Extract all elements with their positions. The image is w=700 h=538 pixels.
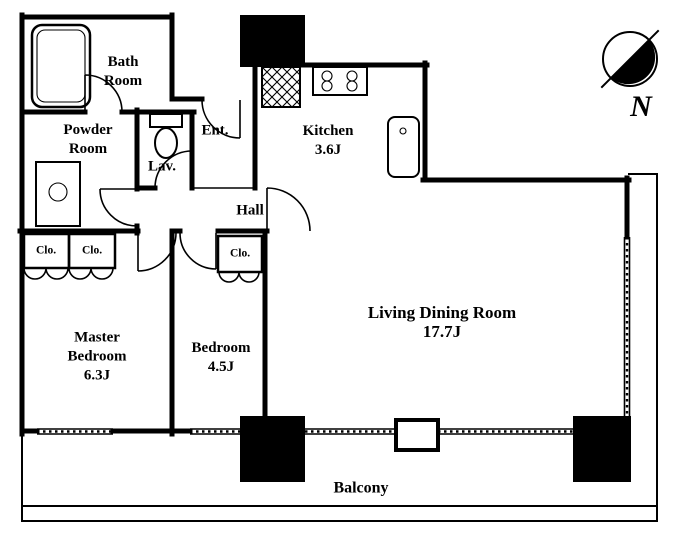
label-line: Hall <box>236 202 264 219</box>
label-line: Balcony <box>333 479 389 497</box>
label-line: Clo. <box>35 244 57 257</box>
room-label-balcony: Balcony <box>333 479 388 498</box>
pillar-bottom-left <box>240 416 305 482</box>
label-line: Bedroom <box>67 348 127 365</box>
walls <box>17 12 632 437</box>
room-label-entrance: Ent. <box>201 122 228 141</box>
bathtub <box>30 23 92 109</box>
pillar-bottom-right <box>573 416 631 482</box>
label-line: Ent. <box>201 122 229 139</box>
compass-north-label: N <box>630 92 652 122</box>
closet-label-bedroom: Clo. <box>230 248 250 261</box>
room-label-bath: Bath Room <box>104 53 142 91</box>
balcony-step <box>394 418 440 452</box>
pillar-top <box>240 15 305 67</box>
closet-folding-doors <box>23 267 260 283</box>
closet-label-master-right: Clo. <box>82 245 102 258</box>
label-line: Lav. <box>148 158 176 175</box>
label-line: Room <box>103 73 143 89</box>
room-label-kitchen: Kitchen 3.6J <box>303 122 354 160</box>
room-label-powder: Powder Room <box>63 121 112 159</box>
lavatory-door-swing <box>154 150 193 189</box>
label-line: 3.6J <box>314 142 342 158</box>
compass-needle-fill <box>611 40 656 85</box>
label-line: Kitchen <box>302 123 354 139</box>
label-line: 4.5J <box>207 359 235 375</box>
room-label-hall: Hall <box>236 202 264 221</box>
closet-master-right-box <box>67 232 117 270</box>
powder-room-door-swing <box>99 188 138 227</box>
compass-needle-line <box>600 29 660 89</box>
toilet <box>149 113 183 159</box>
closet-label-master-left: Clo. <box>36 245 56 258</box>
label-line: Bedroom <box>191 340 251 356</box>
label-line: Bath <box>107 54 139 70</box>
label-line: Powder <box>63 122 113 138</box>
closets <box>22 232 264 283</box>
label-line: 6.3J <box>83 367 111 384</box>
wall-lines <box>17 12 632 437</box>
label-line: 17.7J <box>422 322 462 341</box>
structural-pillars <box>240 15 631 482</box>
fixtures <box>30 23 420 227</box>
room-label-living-dining: Living Dining Room 17.7J <box>368 303 516 341</box>
room-label-bedroom: Bedroom 4.5J <box>192 339 251 377</box>
vanity-sink <box>35 161 81 227</box>
entrance-door-swing <box>201 99 241 139</box>
living-room-door-swing <box>266 187 311 232</box>
doors <box>84 74 311 272</box>
refrigerator-space <box>261 66 301 108</box>
windows <box>37 237 631 435</box>
window-hatch <box>37 237 629 433</box>
room-label-lavatory: Lav. <box>148 158 176 177</box>
compass <box>600 29 660 89</box>
label-line: Clo. <box>229 247 251 260</box>
balcony-outline <box>21 173 658 522</box>
label-line: Room <box>68 141 108 157</box>
label-line: Living Dining Room <box>367 303 517 322</box>
balcony-boundary-line <box>21 173 658 522</box>
bedroom-door-swing <box>179 232 217 270</box>
room-label-master-bedroom: Master Bedroom 6.3J <box>68 329 127 386</box>
compass-circle <box>602 31 658 87</box>
label-line: Clo. <box>81 244 103 257</box>
closet-bedroom-box <box>216 234 264 274</box>
window-lines <box>37 237 631 435</box>
stove <box>312 66 368 96</box>
kitchen-sink <box>387 116 420 178</box>
master-bedroom-door-swing <box>137 232 177 272</box>
label-line: N <box>630 90 652 123</box>
label-line: Master <box>74 329 120 346</box>
